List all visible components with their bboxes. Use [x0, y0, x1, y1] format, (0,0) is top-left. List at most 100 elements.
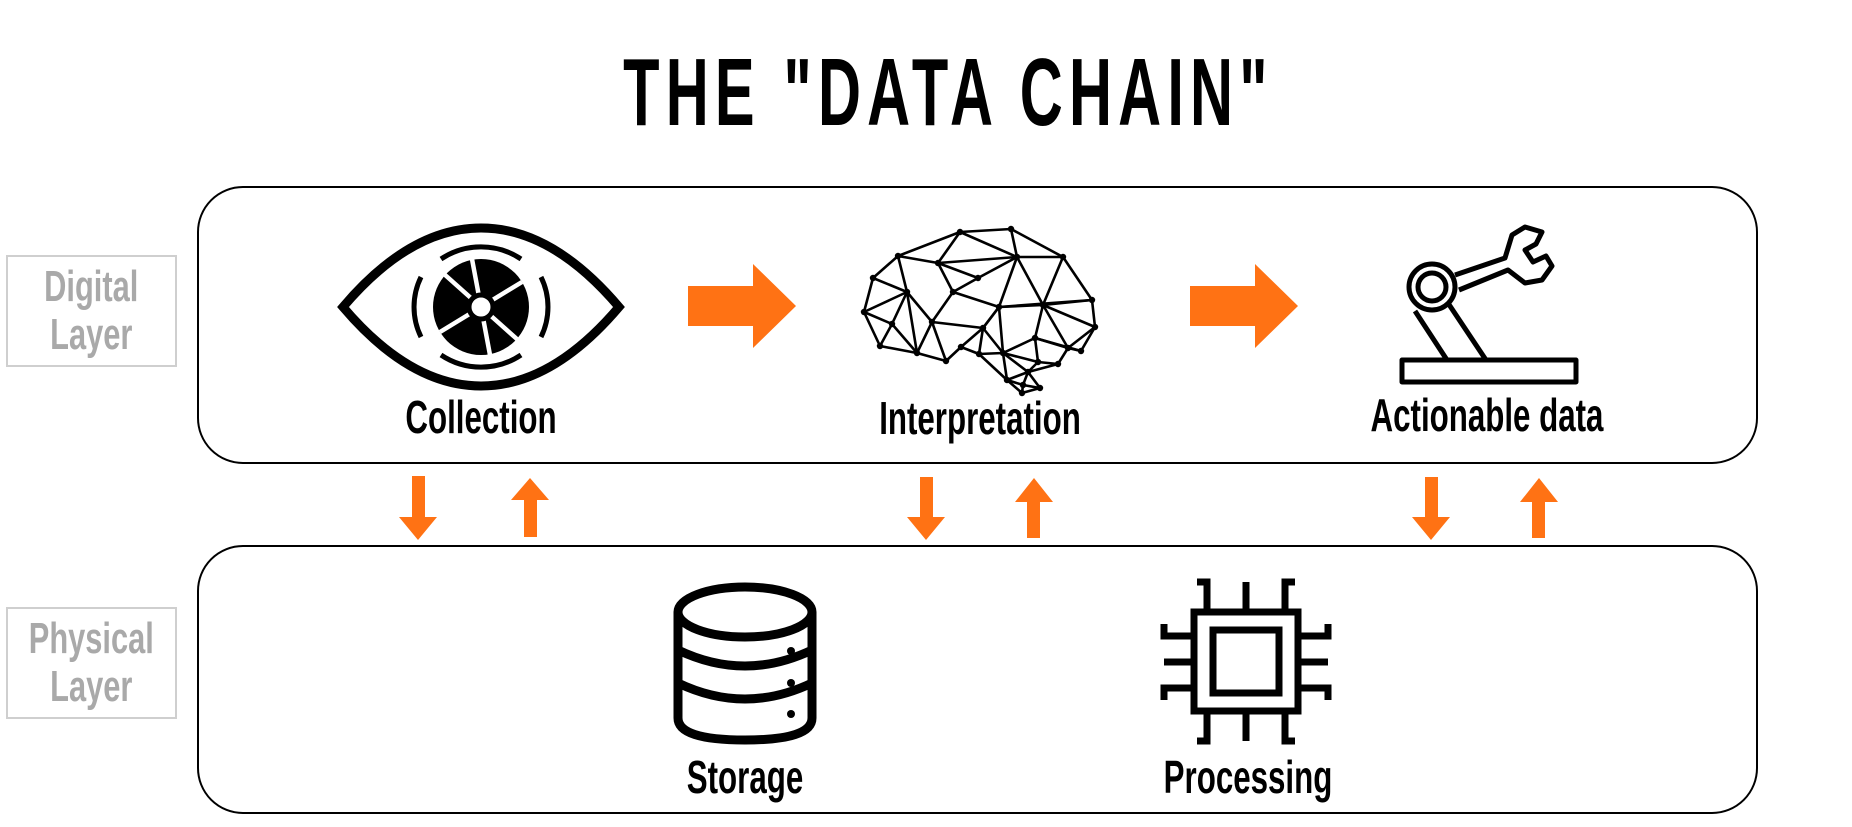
brain-edge	[936, 262, 955, 293]
brain-node	[1003, 376, 1011, 384]
brain-edge	[977, 255, 1018, 280]
brain-edge	[1090, 299, 1097, 328]
brain-edge	[862, 311, 882, 347]
up-arrow-collection	[511, 478, 549, 537]
brain-edge	[1001, 352, 1009, 381]
brain-edge	[959, 230, 1018, 259]
brain-network-icon	[860, 225, 1099, 397]
down-arrow-collection	[399, 476, 437, 540]
brain-edge	[959, 227, 1012, 234]
node-label-actionable-data: Actionable data	[1370, 389, 1604, 441]
brain-node	[1039, 301, 1047, 309]
eye-aperture-icon	[337, 223, 625, 391]
brain-node	[1059, 253, 1067, 261]
node-label-collection: Collection	[405, 391, 557, 443]
brain-edge	[872, 276, 908, 294]
brain-node	[1031, 334, 1039, 342]
brain-edge	[936, 231, 962, 264]
brain-node	[1036, 384, 1044, 392]
cpu-chip-icon	[1160, 578, 1332, 745]
brain-node	[995, 303, 1003, 311]
brain-edge	[978, 351, 1004, 356]
brain-edge	[863, 290, 908, 314]
brain-node	[1034, 358, 1042, 366]
brain-edge	[879, 344, 918, 355]
digital-layer-label-text: Digital Layer	[44, 262, 139, 359]
diagram-title: THE "DATA CHAIN"	[623, 39, 1274, 146]
brain-edge	[1041, 304, 1070, 349]
brain-node	[1088, 296, 1096, 304]
node-label-processing: Processing	[1163, 751, 1333, 803]
robot-arm-icon	[1399, 224, 1579, 385]
physical-layer-box	[197, 545, 1758, 814]
brain-edge	[960, 345, 980, 356]
brain-edge	[977, 327, 985, 355]
brain-edge	[937, 261, 979, 280]
brain-edge	[945, 346, 962, 362]
brain-node	[1018, 389, 1026, 397]
brain-node	[1091, 323, 1099, 331]
brain-edge	[952, 290, 1000, 309]
brain-node	[999, 349, 1007, 357]
brain-edge	[930, 321, 948, 362]
brain-edge	[1079, 326, 1097, 352]
brain-edge	[937, 255, 1018, 265]
brain-edge	[916, 351, 947, 363]
brain-edge	[978, 353, 1008, 381]
brain-edge	[981, 327, 1005, 354]
down-arrow-interpretation	[907, 477, 945, 540]
brain-node	[957, 343, 965, 351]
brain-edge	[1041, 256, 1065, 306]
brain-edge	[1002, 351, 1039, 364]
brain-edge	[1002, 351, 1029, 374]
brain-node	[928, 318, 936, 326]
brain-edge	[1042, 303, 1096, 329]
brain-node	[888, 320, 896, 328]
brain-node	[949, 288, 957, 296]
brain-edge	[997, 306, 1005, 354]
down-arrow-action	[1412, 477, 1450, 540]
brain-edge	[1015, 256, 1045, 306]
brain-edge	[915, 321, 934, 354]
brain-node	[1054, 360, 1062, 368]
brain-node	[860, 308, 868, 316]
digital-layer-box	[197, 186, 1758, 464]
brain-edge	[1010, 227, 1064, 259]
brain-edge	[1009, 228, 1019, 258]
brain-edge	[1006, 370, 1029, 382]
brain-edge	[981, 306, 1001, 329]
brain-node	[1024, 368, 1032, 376]
brain-node	[1077, 347, 1085, 355]
node-label-interpretation: Interpretation	[879, 392, 1081, 444]
brain-edge	[1027, 362, 1059, 374]
brain-edge	[1042, 298, 1093, 307]
brain-node	[876, 342, 884, 350]
physical-layer-label: Physical Layer	[6, 607, 177, 719]
brain-edge	[1033, 337, 1040, 363]
brain-node	[903, 288, 911, 296]
flow-arrow-interpretation-to-action	[1190, 264, 1298, 348]
up-arrow-action	[1520, 478, 1558, 538]
brain-node	[979, 324, 987, 332]
brain-node	[1019, 381, 1027, 389]
brain-edge	[1033, 304, 1045, 339]
brain-edge	[863, 310, 893, 326]
brain-node	[975, 350, 983, 358]
brain-edge	[890, 291, 909, 325]
brain-edge	[1026, 371, 1042, 389]
brain-node	[1013, 253, 1021, 261]
brain-edge	[905, 291, 919, 354]
brain-edge	[1067, 325, 1096, 350]
brain-edge	[862, 277, 875, 313]
node-label-storage: Storage	[686, 751, 804, 803]
brain-edge	[997, 256, 1019, 308]
brain-node	[913, 349, 921, 357]
brain-edge	[897, 230, 961, 258]
brain-edge	[1061, 256, 1094, 301]
up-arrow-interpretation	[1015, 478, 1053, 538]
brain-node	[1064, 344, 1072, 352]
brain-edge	[1002, 336, 1036, 355]
brain-edge	[960, 327, 984, 348]
brain-node	[869, 274, 877, 282]
